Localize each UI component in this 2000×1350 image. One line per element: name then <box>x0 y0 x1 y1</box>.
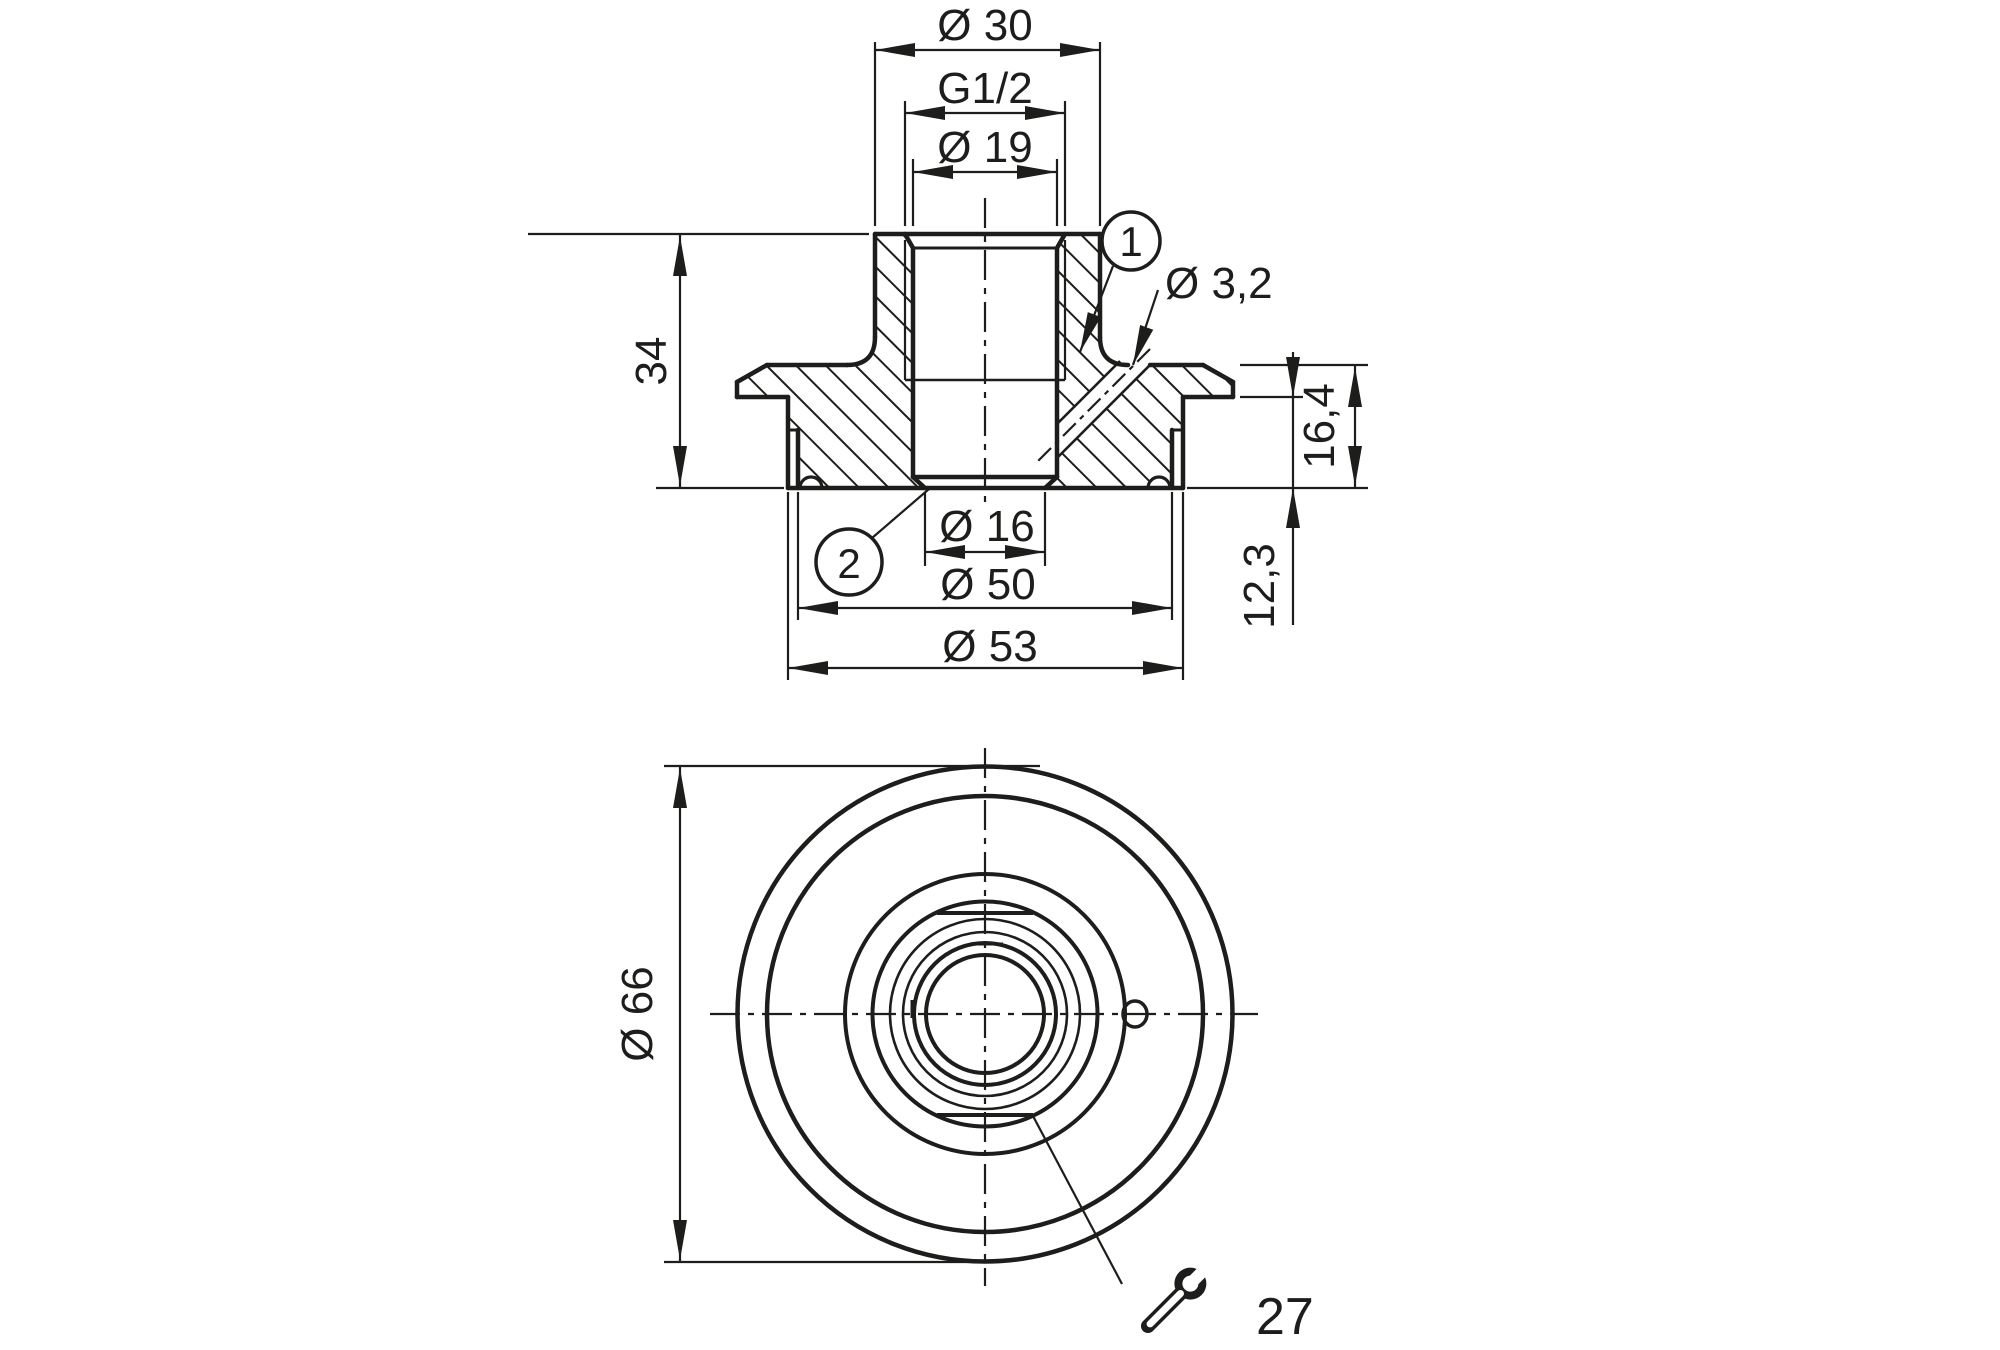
left-wall-section <box>737 234 925 488</box>
callout-1-circle <box>1100 210 1162 272</box>
section-view: 1 2 Ø 30 G1/2 Ø 19 34 Ø 3,2 16,4 12,3 Ø … <box>528 1 1368 680</box>
circle-d16-seat <box>924 953 1046 1075</box>
leak-hole-exit <box>1121 999 1149 1029</box>
callout-2-leader <box>871 488 930 539</box>
circle-d30-neck <box>870 899 1100 1129</box>
dim-label-d32: Ø 3,2 <box>1165 259 1273 308</box>
dim-label-d53: Ø 53 <box>942 622 1037 671</box>
dim-label-d16: Ø 16 <box>939 502 1034 551</box>
bottom-view: Ø 66 27 <box>613 748 1314 1346</box>
dim-label-123: 12,3 <box>1235 543 1284 629</box>
circle-entry-chamfer <box>888 917 1082 1111</box>
callout-2-circle <box>814 527 884 597</box>
leak-hole-axis <box>1033 348 1151 466</box>
part-outline <box>734 231 1236 491</box>
dim-label-d66: Ø 66 <box>613 966 662 1061</box>
wrench-icon <box>1140 1260 1214 1334</box>
leak-hole-edges <box>1033 348 1151 466</box>
part-medium-lines <box>788 246 1183 432</box>
extension-lines <box>528 42 1368 680</box>
dim-label-34: 34 <box>627 337 676 386</box>
plan-dim-lines <box>664 764 1123 1285</box>
dim-label-164: 16,4 <box>1295 383 1344 469</box>
wrench-size-label: 27 <box>1256 1288 1314 1346</box>
section-dim-labels: Ø 30 G1/2 Ø 19 34 Ø 3,2 16,4 12,3 Ø 16 Ø… <box>627 1 1344 671</box>
wrench-leader <box>1032 1115 1123 1285</box>
dim-label-d30: Ø 30 <box>937 1 1032 50</box>
dim-label-g12: G1/2 <box>937 64 1032 113</box>
callout-2-label: 2 <box>837 540 860 587</box>
plan-centerlines <box>710 748 1258 1286</box>
dim-label-d19: Ø 19 <box>937 123 1032 172</box>
circle-fillet <box>843 872 1127 1156</box>
callout-balloons: 1 2 <box>814 210 1162 597</box>
dim-label-d50: Ø 50 <box>940 560 1035 609</box>
circle-thread-major <box>901 930 1069 1098</box>
callout-1-label: 1 <box>1119 218 1142 265</box>
circle-chamfer-rim <box>764 793 1206 1235</box>
